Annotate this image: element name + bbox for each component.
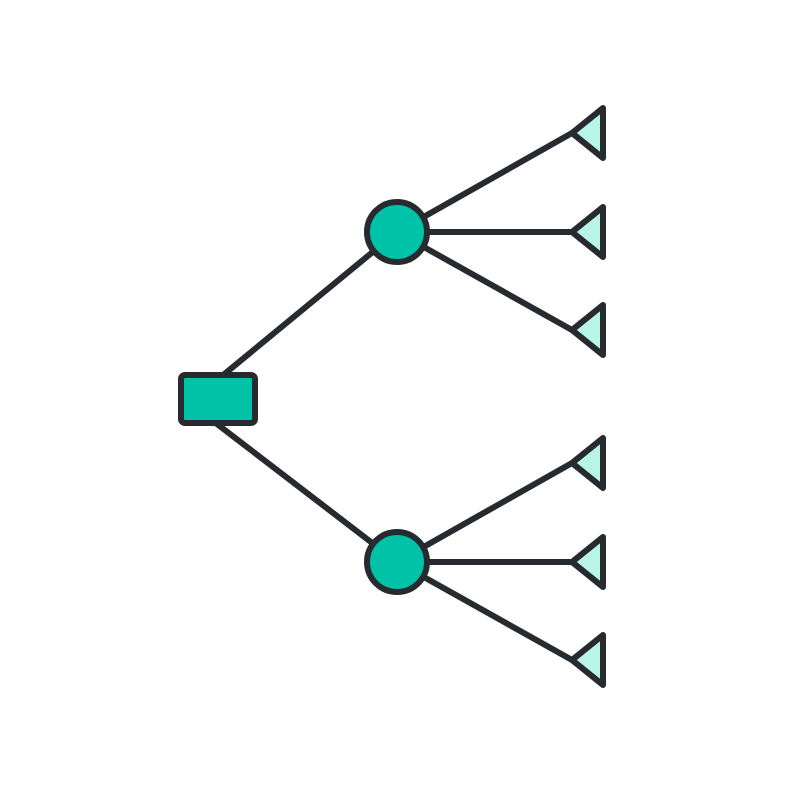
end-node-end-2 <box>569 204 606 260</box>
end-node-end-5 <box>569 534 606 590</box>
edge-root-chance-2 <box>214 421 400 565</box>
edge-chance-1-end-1 <box>394 130 575 235</box>
chance-node-chance-2 <box>364 529 430 595</box>
edge-root-chance-1 <box>219 229 400 379</box>
end-node-end-1 <box>569 105 606 161</box>
end-node-end-4 <box>569 435 606 491</box>
edge-chance-1-end-3 <box>394 229 575 333</box>
decision-node-root <box>178 372 258 426</box>
chance-node-chance-1 <box>364 199 430 265</box>
end-node-end-3 <box>569 302 606 358</box>
edge-chance-2-end-6 <box>394 559 575 663</box>
nodes <box>178 105 606 688</box>
end-node-end-6 <box>569 632 606 688</box>
edge-chance-2-end-4 <box>394 460 575 565</box>
